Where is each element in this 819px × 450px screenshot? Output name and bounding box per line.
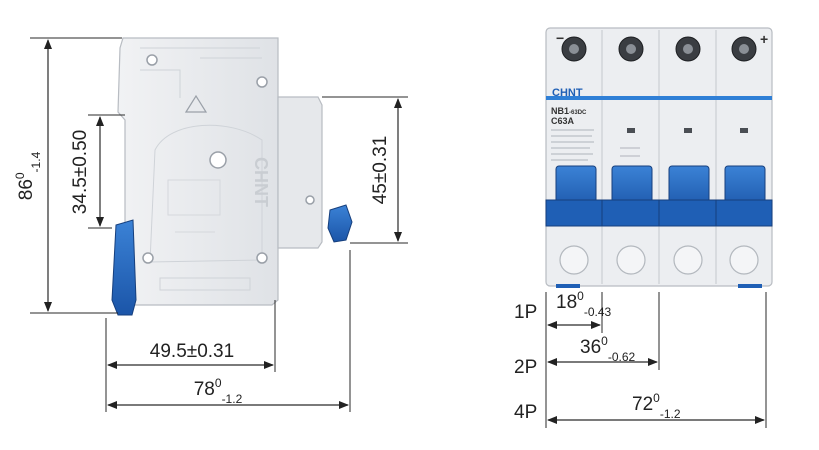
dim-height-label: 860-1.4 [13,151,43,200]
side-dimension-arrows [44,39,402,409]
width-2p-label: 360-0.62 [580,334,636,364]
pole-4p-label: 4P [514,402,537,423]
toggle-handles [545,165,773,227]
front-dimension-arrows [547,321,765,424]
width-1p-label: 180-0.43 [556,289,612,319]
toggle-handle-icon [327,204,353,243]
side-logo-text: CHNT [251,157,271,207]
pole-1p-label: 1P [514,302,537,323]
pole-2p-label: 2P [514,357,537,378]
side-hole-icon [256,76,268,88]
side-view: CHNT [111,37,353,316]
dim-mount-height-label: 34.5±0.50 [70,130,91,214]
bottom-terminals [559,245,759,275]
side-extension-lines [30,37,408,412]
din-clip [111,219,137,316]
width-4p-label: 720-1.2 [632,391,681,421]
side-hole-icon [305,195,315,205]
side-hole-icon [142,252,154,264]
terminal-screw-icon [673,245,703,275]
terminal-screw-icon [559,245,589,275]
top-terminals [561,36,757,62]
front-brand-logo: CHNT [552,87,583,99]
rating-text: C63A [551,116,575,126]
rating-label: NB1-63DC C63A [551,106,594,161]
dim-depth-total-label: 780-1.2 [194,376,243,406]
side-hole-icon [146,54,158,66]
model-text: NB1-63DC [551,106,587,116]
front-extension-lines [545,292,767,428]
side-hole-icon [209,151,227,169]
front-view: − + CHNT NB1-63DC C63A [545,27,773,288]
side-hole-icon [256,252,268,264]
recycle-icon [184,94,208,113]
terminal-screw-icon [616,245,646,275]
dim-depth-front-label: 49.5±0.31 [150,341,234,362]
terminal-screw-icon [729,245,759,275]
dim-front-height-label: 45±0.31 [370,136,391,205]
minus-polarity: − [556,30,564,46]
side-front-protrusion [277,96,323,249]
plus-polarity: + [760,31,768,47]
